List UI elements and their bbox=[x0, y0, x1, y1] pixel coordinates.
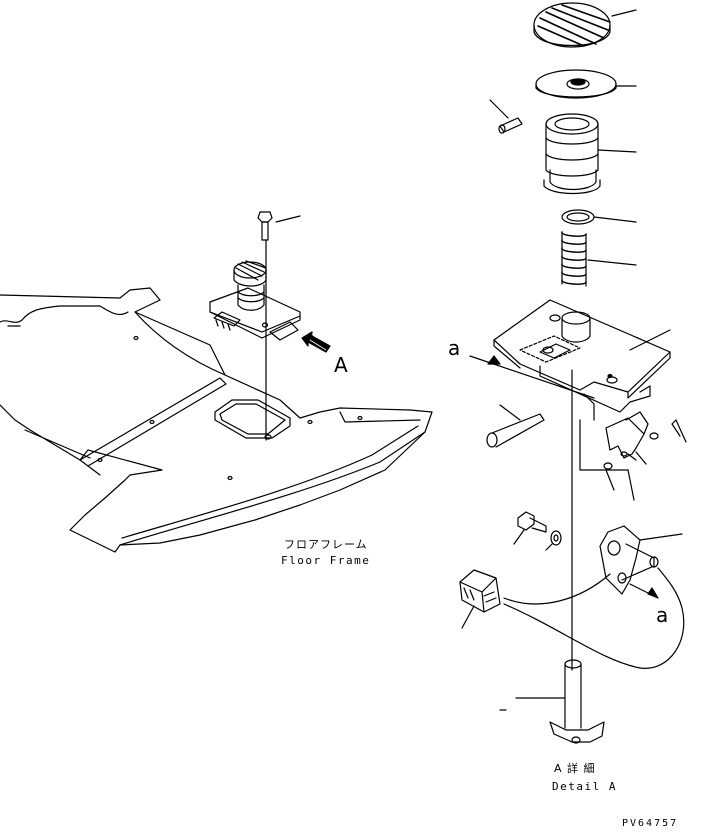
section-arrow-a-top bbox=[469, 355, 595, 399]
washer-plate bbox=[535, 69, 637, 99]
clevis-pin bbox=[486, 404, 545, 448]
pedal-sensor bbox=[599, 525, 683, 595]
snap-ring bbox=[561, 209, 637, 225]
sensor-cable bbox=[503, 567, 685, 669]
detail-a-exploded bbox=[459, 2, 687, 744]
switch-bracket bbox=[605, 411, 649, 465]
section-label-a-right: a bbox=[656, 603, 668, 627]
spring bbox=[561, 231, 637, 287]
pin bbox=[489, 99, 523, 134]
lock-washer bbox=[545, 530, 562, 551]
section-arrow-a-bottom bbox=[629, 583, 659, 599]
floor-frame-label-en: Floor Frame bbox=[281, 554, 370, 567]
pedal-pad bbox=[533, 2, 637, 48]
pedal-rod bbox=[499, 659, 605, 744]
floor-frame bbox=[0, 287, 433, 553]
detail-a-label-jp: A 詳 細 bbox=[554, 761, 596, 775]
detail-a-label-en: Detail A bbox=[552, 780, 617, 793]
drawing-code: PV64757 bbox=[622, 818, 678, 829]
floor-frame-label-jp: フロアフレーム bbox=[284, 538, 368, 551]
cotter-pin bbox=[671, 419, 687, 443]
small-washer bbox=[603, 432, 659, 491]
pedal-assembly-small bbox=[209, 211, 331, 441]
view-arrow-label: A bbox=[334, 353, 348, 377]
bolt bbox=[513, 511, 547, 545]
base-plate bbox=[493, 299, 671, 421]
section-label-a-left: a bbox=[448, 336, 460, 360]
connector bbox=[459, 569, 501, 629]
rubber-boot bbox=[543, 113, 637, 195]
